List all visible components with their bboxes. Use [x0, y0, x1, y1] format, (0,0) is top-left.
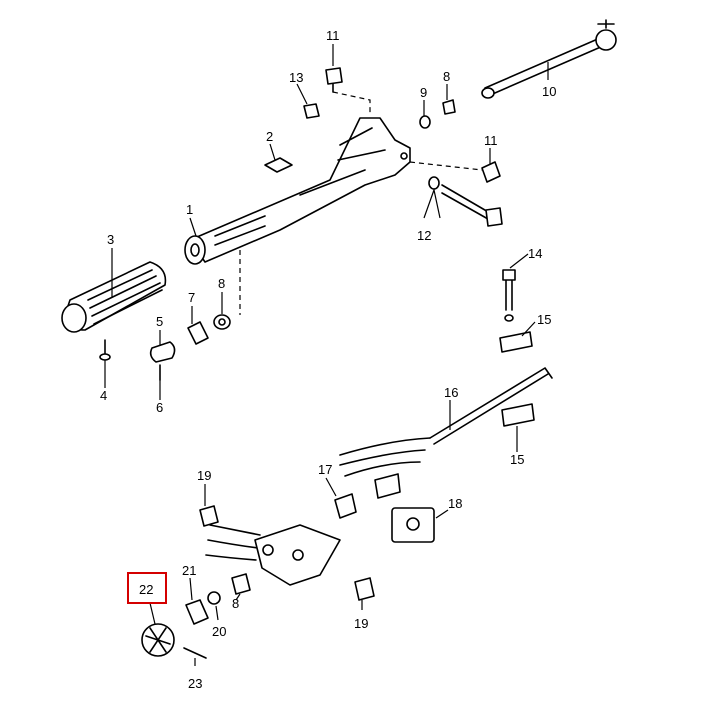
callout-19-left: 19: [197, 468, 211, 483]
clip-bracket-part[interactable]: [374, 473, 401, 499]
spacer-21-part[interactable]: [185, 599, 209, 625]
callout-6: 6: [156, 400, 163, 415]
plug-8-part[interactable]: [442, 99, 456, 115]
callout-14: 14: [528, 246, 542, 261]
link-rod-16-part[interactable]: [429, 367, 553, 445]
bolt-14-part[interactable]: [502, 269, 516, 322]
callout-20: 20: [212, 624, 226, 639]
callout-7: 7: [188, 290, 195, 305]
callout-11-top: 11: [326, 28, 340, 43]
callout-13: 13: [289, 70, 303, 85]
grip-part[interactable]: [61, 261, 167, 333]
boot-17-part[interactable]: [334, 493, 357, 519]
bushing-19-left-part[interactable]: [199, 505, 219, 527]
callout-8-lower: 8: [232, 596, 239, 611]
bracket-part[interactable]: [254, 524, 341, 586]
cable-lines: [205, 437, 431, 561]
washer-8-part[interactable]: [213, 314, 231, 330]
highlight-box: [127, 572, 167, 604]
nut-8-lower-part[interactable]: [231, 573, 251, 595]
nut-13-part[interactable]: [303, 103, 320, 119]
bolt-12-part[interactable]: [428, 176, 503, 227]
callout-3: 3: [107, 232, 114, 247]
callout-22: 22: [139, 582, 153, 597]
callout-15-upper: 15: [537, 312, 551, 327]
pin-23-part[interactable]: [183, 647, 207, 659]
washer-9-part[interactable]: [419, 115, 431, 129]
bushing-7-part[interactable]: [187, 321, 209, 345]
bolt-11-right-part[interactable]: [481, 161, 501, 183]
callout-23: 23: [188, 676, 202, 691]
callout-16: 16: [444, 385, 458, 400]
callout-5: 5: [156, 314, 163, 329]
callout-2: 2: [266, 129, 273, 144]
callout-8-top: 8: [443, 69, 450, 84]
callout-8-mid: 8: [218, 276, 225, 291]
clamp-15-lower-part[interactable]: [501, 403, 535, 427]
callout-19-right: 19: [354, 616, 368, 631]
washer-20-part[interactable]: [207, 591, 221, 605]
callout-9: 9: [420, 85, 427, 100]
callout-15-lower: 15: [510, 452, 524, 467]
callout-4: 4: [100, 388, 107, 403]
callout-21: 21: [182, 563, 196, 578]
part-5-fitting[interactable]: [149, 341, 176, 381]
clamp-15-upper-part[interactable]: [499, 331, 533, 353]
callout-12: 12: [417, 228, 431, 243]
tiller-handle-part[interactable]: [184, 117, 411, 265]
cap-18-part[interactable]: [391, 507, 435, 543]
callout-18: 18: [448, 496, 462, 511]
callout-22-highlighted[interactable]: 22: [127, 572, 167, 604]
callout-17: 17: [318, 462, 332, 477]
bolt-11-top-part[interactable]: [325, 67, 343, 93]
part-2-label-plate[interactable]: [264, 157, 293, 173]
screw-4-part[interactable]: [99, 339, 111, 361]
bushing-19-right-part[interactable]: [354, 577, 375, 601]
callout-1: 1: [186, 202, 193, 217]
callout-11-right: 11: [484, 133, 498, 148]
shift-rod-10-part[interactable]: [481, 19, 617, 99]
knob-22-part[interactable]: [141, 623, 175, 657]
callout-10: 10: [542, 84, 556, 99]
